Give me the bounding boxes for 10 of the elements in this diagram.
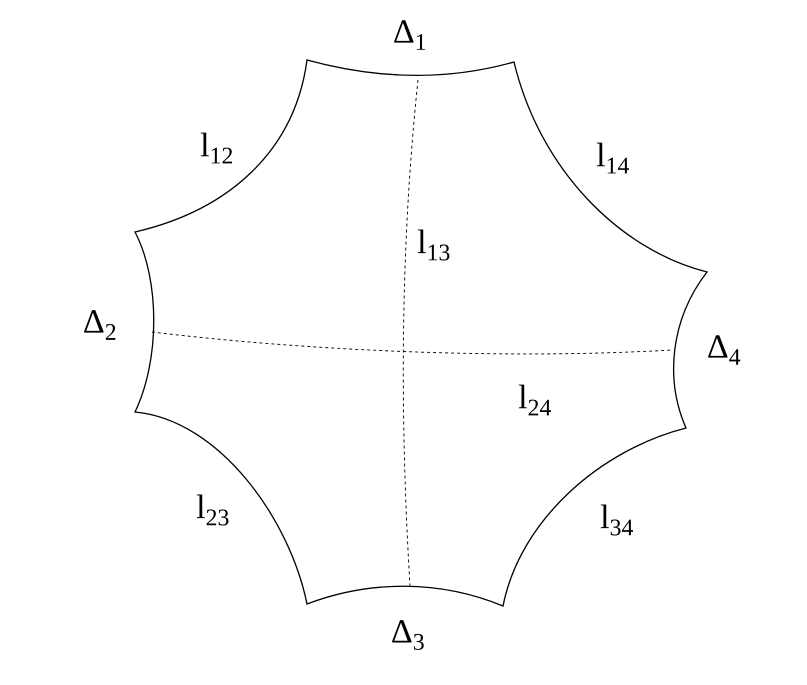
math-label: l$_{14}$ bbox=[596, 142, 629, 174]
math-label: l$_{13}$ bbox=[418, 230, 450, 260]
math-label: Δ$_{3}$ bbox=[392, 620, 424, 650]
math-label: l$_{23}$ bbox=[196, 494, 228, 526]
math-label: Δ$_{1}$ bbox=[394, 20, 426, 50]
math-label: Δ$_{4}$ bbox=[708, 335, 740, 365]
math-label: l$_{34}$ bbox=[600, 504, 633, 536]
math-label: l$_{24}$ bbox=[518, 384, 551, 416]
math-label: l$_{12}$ bbox=[200, 132, 232, 164]
math-label: Δ$_{2}$ bbox=[84, 310, 116, 340]
